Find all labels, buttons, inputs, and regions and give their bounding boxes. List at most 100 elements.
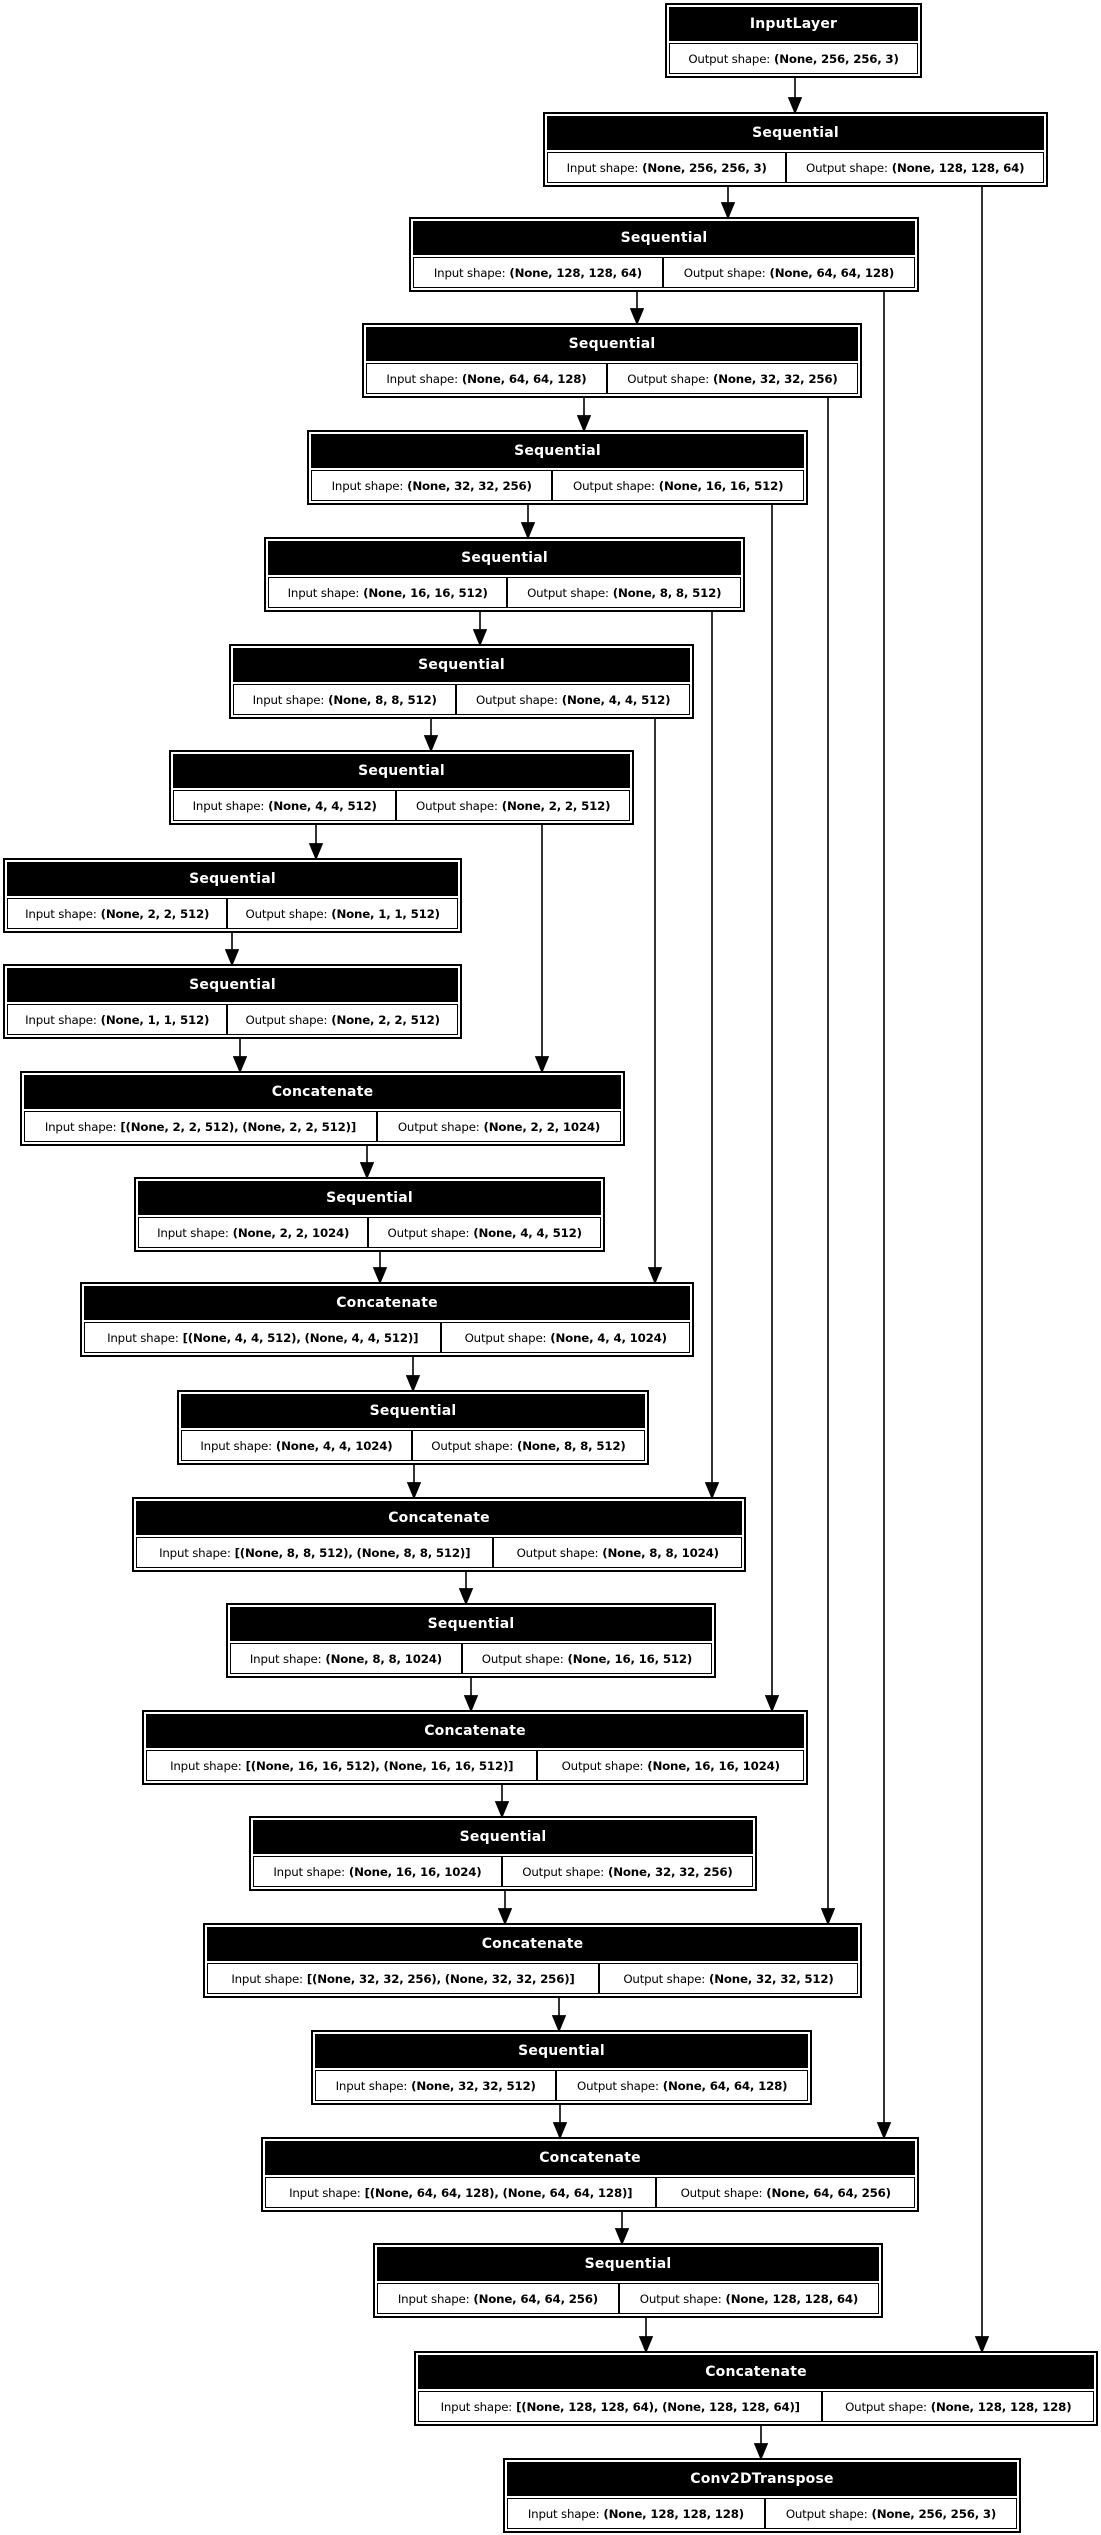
shape-label: Input shape: <box>273 1864 345 1879</box>
shape-label: Input shape: <box>386 371 458 386</box>
shape-label: Input shape: <box>44 1119 117 1134</box>
input-shape-cell: Input shape:(None, 2, 2, 512) <box>8 899 226 928</box>
input-shape-cell: Input shape:(None, 4, 4, 1024) <box>182 1431 411 1460</box>
shape-value: (None, 64, 64, 256) <box>766 2185 891 2200</box>
node-shape-row: Input shape:(None, 16, 16, 1024) Output s… <box>253 1856 753 1887</box>
output-shape-cell: Output shape:(None, 4, 4, 512) <box>455 685 689 714</box>
shape-label: Input shape: <box>527 2506 600 2521</box>
shape-label: Output shape: <box>845 2399 927 2414</box>
shape-value: [(None, 16, 16, 512), (None, 16, 16, 512… <box>245 1758 514 1773</box>
shape-label: Input shape: <box>440 2399 513 2414</box>
node-title: Sequential <box>138 1181 601 1215</box>
shape-value: (None, 128, 128, 128) <box>930 2399 1072 2414</box>
input-shape-cell: Input shape:(None, 32, 32, 256) <box>312 471 551 500</box>
shape-value: (None, 128, 128, 128) <box>603 2506 744 2521</box>
node-title: Sequential <box>268 541 741 575</box>
output-shape-cell: Output shape:(None, 128, 128, 64) <box>785 153 1043 182</box>
node-shape-row: Input shape:(None, 128, 128, 128)Output … <box>507 2498 1017 2529</box>
input-shape-cell: Input shape:[(None, 64, 64, 128), (None,… <box>266 2178 655 2207</box>
node-shape-row: Input shape:[(None, 4, 4, 512), (None, 4… <box>84 1322 690 1353</box>
shape-value: (None, 4, 4, 1024) <box>275 1438 393 1453</box>
shape-value: (None, 64, 64, 128) <box>461 371 587 386</box>
output-shape-cell: Output shape:(None, 2, 2, 512) <box>226 1005 457 1034</box>
node-title: Conv2DTranspose <box>507 2462 1017 2496</box>
shape-value: (None, 256, 256, 3) <box>774 51 899 66</box>
shape-value: (None, 16, 16, 512) <box>658 478 784 493</box>
node-shape-row: Input shape:(None, 1, 1, 512)Output shap… <box>7 1004 458 1035</box>
shape-label: Input shape: <box>25 906 97 921</box>
input-shape-cell: Input shape:(None, 256, 256, 3) <box>548 153 785 182</box>
shape-value: (None, 256, 256, 3) <box>642 160 767 175</box>
input-shape-cell: Input shape:[(None, 2, 2, 512), (None, 2… <box>25 1112 376 1141</box>
shape-value: (None, 8, 8, 512) <box>328 692 437 707</box>
output-shape-cell: Output shape:(None, 4, 4, 1024) <box>440 1323 689 1352</box>
input-shape-cell: Input shape:(None, 2, 2, 1024) <box>139 1218 367 1247</box>
input-shape-cell: Input shape:[(None, 16, 16, 512), (None,… <box>147 1751 536 1780</box>
node-shape-row: Input shape:(None, 2, 2, 512)Output shap… <box>7 898 458 929</box>
shape-value: (None, 4, 4, 512) <box>268 798 377 813</box>
output-shape-cell: Output shape:(None, 8, 8, 1024) <box>492 1538 741 1567</box>
shape-value: (None, 2, 2, 512) <box>501 798 611 813</box>
shape-value: (None, 128, 128, 64) <box>725 2291 859 2306</box>
input-shape-cell: Input shape:[(None, 32, 32, 256), (None,… <box>208 1964 598 1993</box>
shape-value: (None, 32, 32, 256) <box>713 371 838 386</box>
shape-label: Output shape: <box>683 265 766 280</box>
node-title: Sequential <box>253 1820 753 1854</box>
shape-label: Input shape: <box>192 798 265 813</box>
shape-label: Output shape: <box>806 160 888 175</box>
input-shape-cell: Input shape:(None, 16, 16, 1024) <box>254 1857 501 1886</box>
shape-label: Output shape: <box>397 1119 480 1134</box>
output-shape-cell: Output shape:(None, 16, 16, 1024) <box>536 1751 803 1780</box>
shape-value: (None, 16, 16, 1024) <box>348 1864 482 1879</box>
output-shape-cell: Output shape:(None, 4, 4, 512) <box>367 1218 600 1247</box>
input-shape-cell: Input shape:(None, 64, 64, 128) <box>367 364 606 393</box>
shape-label: Output shape: <box>577 2078 659 2093</box>
shape-value: (None, 4, 4, 1024) <box>550 1330 667 1345</box>
shape-value: (None, 8, 8, 1024) <box>325 1651 442 1666</box>
node-shape-row: Input shape:[(None, 2, 2, 512), (None, 2… <box>24 1111 621 1142</box>
shape-label: Input shape: <box>200 1438 272 1453</box>
node-title: Concatenate <box>146 1714 804 1748</box>
shape-label: Output shape: <box>639 2291 722 2306</box>
shape-value: (None, 128, 128, 64) <box>891 160 1025 175</box>
output-shape-cell: Output shape:(None, 32, 32, 512) <box>597 1964 857 1993</box>
shape-value: (None, 64, 64, 128) <box>662 2078 788 2093</box>
shape-label: Input shape: <box>331 478 404 493</box>
shape-value: (None, 64, 64, 128) <box>769 265 895 280</box>
shape-value: (None, 128, 128, 64) <box>509 265 642 280</box>
node-title: Sequential <box>377 2247 879 2281</box>
node-shape-row: Input shape:(None, 8, 8, 1024)Output sha… <box>230 1643 712 1674</box>
shape-label: Input shape: <box>289 2185 361 2200</box>
input-shape-cell: Input shape:[(None, 128, 128, 64), (None… <box>419 2392 821 2421</box>
output-shape-cell: Output shape:(None, 64, 64, 128) <box>555 2071 807 2100</box>
shape-label: Output shape: <box>516 1545 599 1560</box>
shape-label: Input shape: <box>252 692 325 707</box>
shape-label: Input shape: <box>159 1545 231 1560</box>
input-shape-cell: Input shape:[(None, 8, 8, 512), (None, 8… <box>137 1538 492 1567</box>
node-title: Concatenate <box>24 1075 621 1109</box>
shape-label: Input shape: <box>287 585 360 600</box>
node-title: Concatenate <box>418 2355 1094 2389</box>
input-shape-cell: Input shape:(None, 32, 32, 512) <box>316 2071 555 2100</box>
shape-value: (None, 2, 2, 1024) <box>483 1119 601 1134</box>
node-title: Sequential <box>413 221 915 255</box>
input-shape-cell: Input shape:(None, 8, 8, 1024) <box>231 1644 461 1673</box>
shape-label: Output shape: <box>245 906 328 921</box>
shape-value: (None, 1, 1, 512) <box>100 1012 210 1027</box>
shape-value: (None, 2, 2, 1024) <box>232 1225 350 1240</box>
shape-label: Output shape: <box>522 1864 604 1879</box>
output-shape-cell: Output shape:(None, 1, 1, 512) <box>226 899 457 928</box>
shape-label: Output shape: <box>680 2185 763 2200</box>
shape-label: Output shape: <box>476 692 558 707</box>
